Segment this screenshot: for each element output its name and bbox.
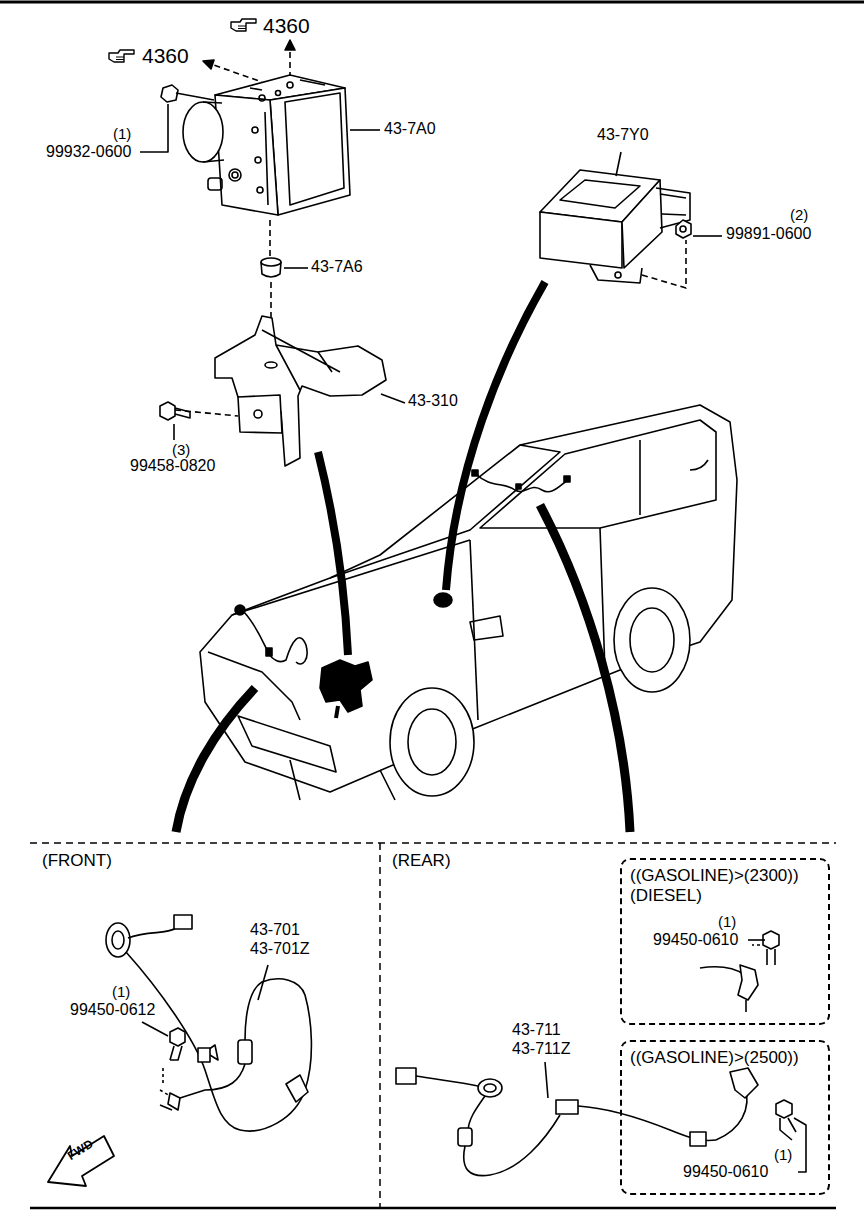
part-number: 99932-0600 [46, 143, 131, 161]
callout-number: (2) [790, 207, 808, 224]
view-heading: ((GASOLINE)>(2300)) (DIESEL) [630, 866, 816, 905]
view-heading: ((GASOLINE)>(2500)) [630, 1048, 816, 1068]
part-number: 4360 [263, 14, 310, 37]
view-panel: (REAR)((GASOLINE)>(2300)) (DIESEL)((GASO… [380, 843, 836, 1208]
part-number: 4360 [142, 44, 189, 67]
part-number: 43-7A0 [384, 120, 436, 138]
callout-number: (1) [113, 126, 131, 143]
callout-number: (1) [718, 914, 736, 931]
view-heading: (FRONT) [42, 851, 368, 871]
part-number: 43-711 [512, 1021, 561, 1039]
callout-number: (1) [112, 984, 130, 1001]
part-number: 43-701Z [250, 940, 310, 958]
callout-number: (3) [172, 442, 190, 459]
part-number: 43-7Y0 [597, 126, 649, 144]
part-number: 99891-0600 [726, 225, 811, 243]
part-number: 43-711Z [512, 1040, 570, 1058]
part-number: 99450-0610 [683, 1163, 768, 1181]
part-number: 43-310 [408, 392, 458, 410]
callout-number: (1) [774, 1147, 792, 1164]
part-number: 99450-0610 [653, 931, 738, 949]
part-number: 99450-0612 [70, 1001, 155, 1019]
part-number: 99458-0820 [130, 457, 215, 475]
part-number: 43-7A6 [311, 258, 363, 276]
part-number: 43-701 [250, 921, 300, 939]
